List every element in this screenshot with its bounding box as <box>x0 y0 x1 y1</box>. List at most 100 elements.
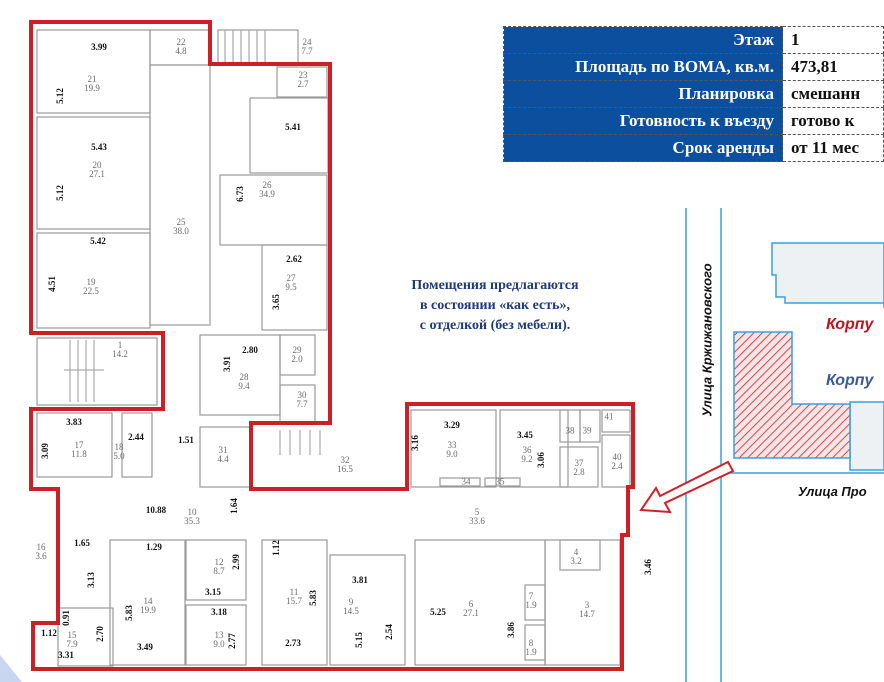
room-area: 5.0 <box>113 451 125 461</box>
room-number: 23 <box>298 70 308 80</box>
room-label: 41 <box>604 411 614 422</box>
dimension-label: 6.73 <box>235 186 245 202</box>
dimension-label: 2.80 <box>242 345 258 355</box>
room-number: 17 <box>74 440 84 450</box>
location-map <box>639 208 884 682</box>
room-area: 9.0 <box>213 639 225 649</box>
room-number: 36 <box>522 445 532 455</box>
room-area: 4.4 <box>217 454 229 464</box>
room-number: 38 <box>565 425 575 436</box>
dimension-label: 3.65 <box>271 294 281 310</box>
dimension-label: 5.25 <box>430 607 446 617</box>
dimension-label: 3.49 <box>137 642 153 652</box>
building-label-red: Корпу <box>826 316 874 333</box>
dimension-label: 5.12 <box>55 185 65 201</box>
dimension-label: 0.91 <box>61 610 71 626</box>
room-area: 9.5 <box>285 282 297 292</box>
room-number: 41 <box>604 411 614 422</box>
dimension-label: 1.29 <box>146 542 162 552</box>
dimension-label: 2.73 <box>285 638 301 648</box>
info-value: от 11 мес <box>782 134 884 162</box>
dimension-label: 3.18 <box>211 607 227 617</box>
room-label: 34 <box>461 476 471 487</box>
room-area: 2.8 <box>573 467 585 477</box>
room-area: 14.5 <box>343 606 359 616</box>
street-label-bottom: Улица Про <box>798 484 867 499</box>
room-area: 34.9 <box>259 189 275 199</box>
note-line: Помещения предлагаются <box>411 278 579 293</box>
room-area: 27.1 <box>463 608 479 618</box>
dimension-label: 3.99 <box>91 42 107 52</box>
room-area: 27.1 <box>89 169 105 179</box>
room-number: 19 <box>86 277 96 287</box>
dimension-label: 3.29 <box>444 420 460 430</box>
dimension-label: 1.12 <box>41 628 57 638</box>
room-number: 18 <box>114 442 124 452</box>
room-area: 7.9 <box>66 639 78 649</box>
room-number: 12 <box>214 557 224 567</box>
dimension-label: 3.91 <box>222 356 232 372</box>
room-area: 19.9 <box>140 605 156 615</box>
room-number: 15 <box>67 630 77 640</box>
dimension-label: 3.86 <box>506 622 516 638</box>
dimension-label: 3.46 <box>643 559 653 575</box>
condition-note: Помещения предлагаются в состоянии «как … <box>365 276 625 336</box>
info-value: готово к <box>782 107 884 135</box>
dimension-label: 3.15 <box>205 587 221 597</box>
room-number: 31 <box>218 445 228 455</box>
room-area: 9.0 <box>446 449 458 459</box>
room-number: 20 <box>92 160 102 170</box>
room-number: 9 <box>348 597 354 607</box>
dimension-label: 2.70 <box>95 626 105 642</box>
room-area: 33.6 <box>469 516 485 526</box>
dimension-label: 2.62 <box>286 254 302 264</box>
dimension-label: 3.83 <box>66 417 82 427</box>
room-number: 34 <box>461 476 471 487</box>
room-walls <box>36 29 631 667</box>
room-number: 30 <box>297 390 307 400</box>
room-number: 37 <box>574 458 584 468</box>
dimension-label: 3.06 <box>536 452 546 468</box>
room-area: 1.9 <box>525 647 537 657</box>
room-number: 13 <box>214 630 224 640</box>
info-label: Этаж <box>503 26 783 54</box>
room-area: 2.4 <box>611 461 623 471</box>
room-number: 28 <box>239 372 249 382</box>
dimension-label: 3.09 <box>40 443 50 459</box>
room-area: 14.2 <box>112 349 128 359</box>
room-number: 27 <box>286 273 296 283</box>
room-number: 25 <box>176 217 186 227</box>
info-value: 1 <box>782 26 884 54</box>
dimension-label: 5.41 <box>285 122 301 132</box>
room-area: 2.0 <box>291 354 303 364</box>
note-line: с отделкой (без мебели). <box>419 318 571 333</box>
direction-arrow <box>639 460 735 514</box>
room-area: 16.5 <box>337 464 353 474</box>
room-number: 39 <box>582 425 592 436</box>
